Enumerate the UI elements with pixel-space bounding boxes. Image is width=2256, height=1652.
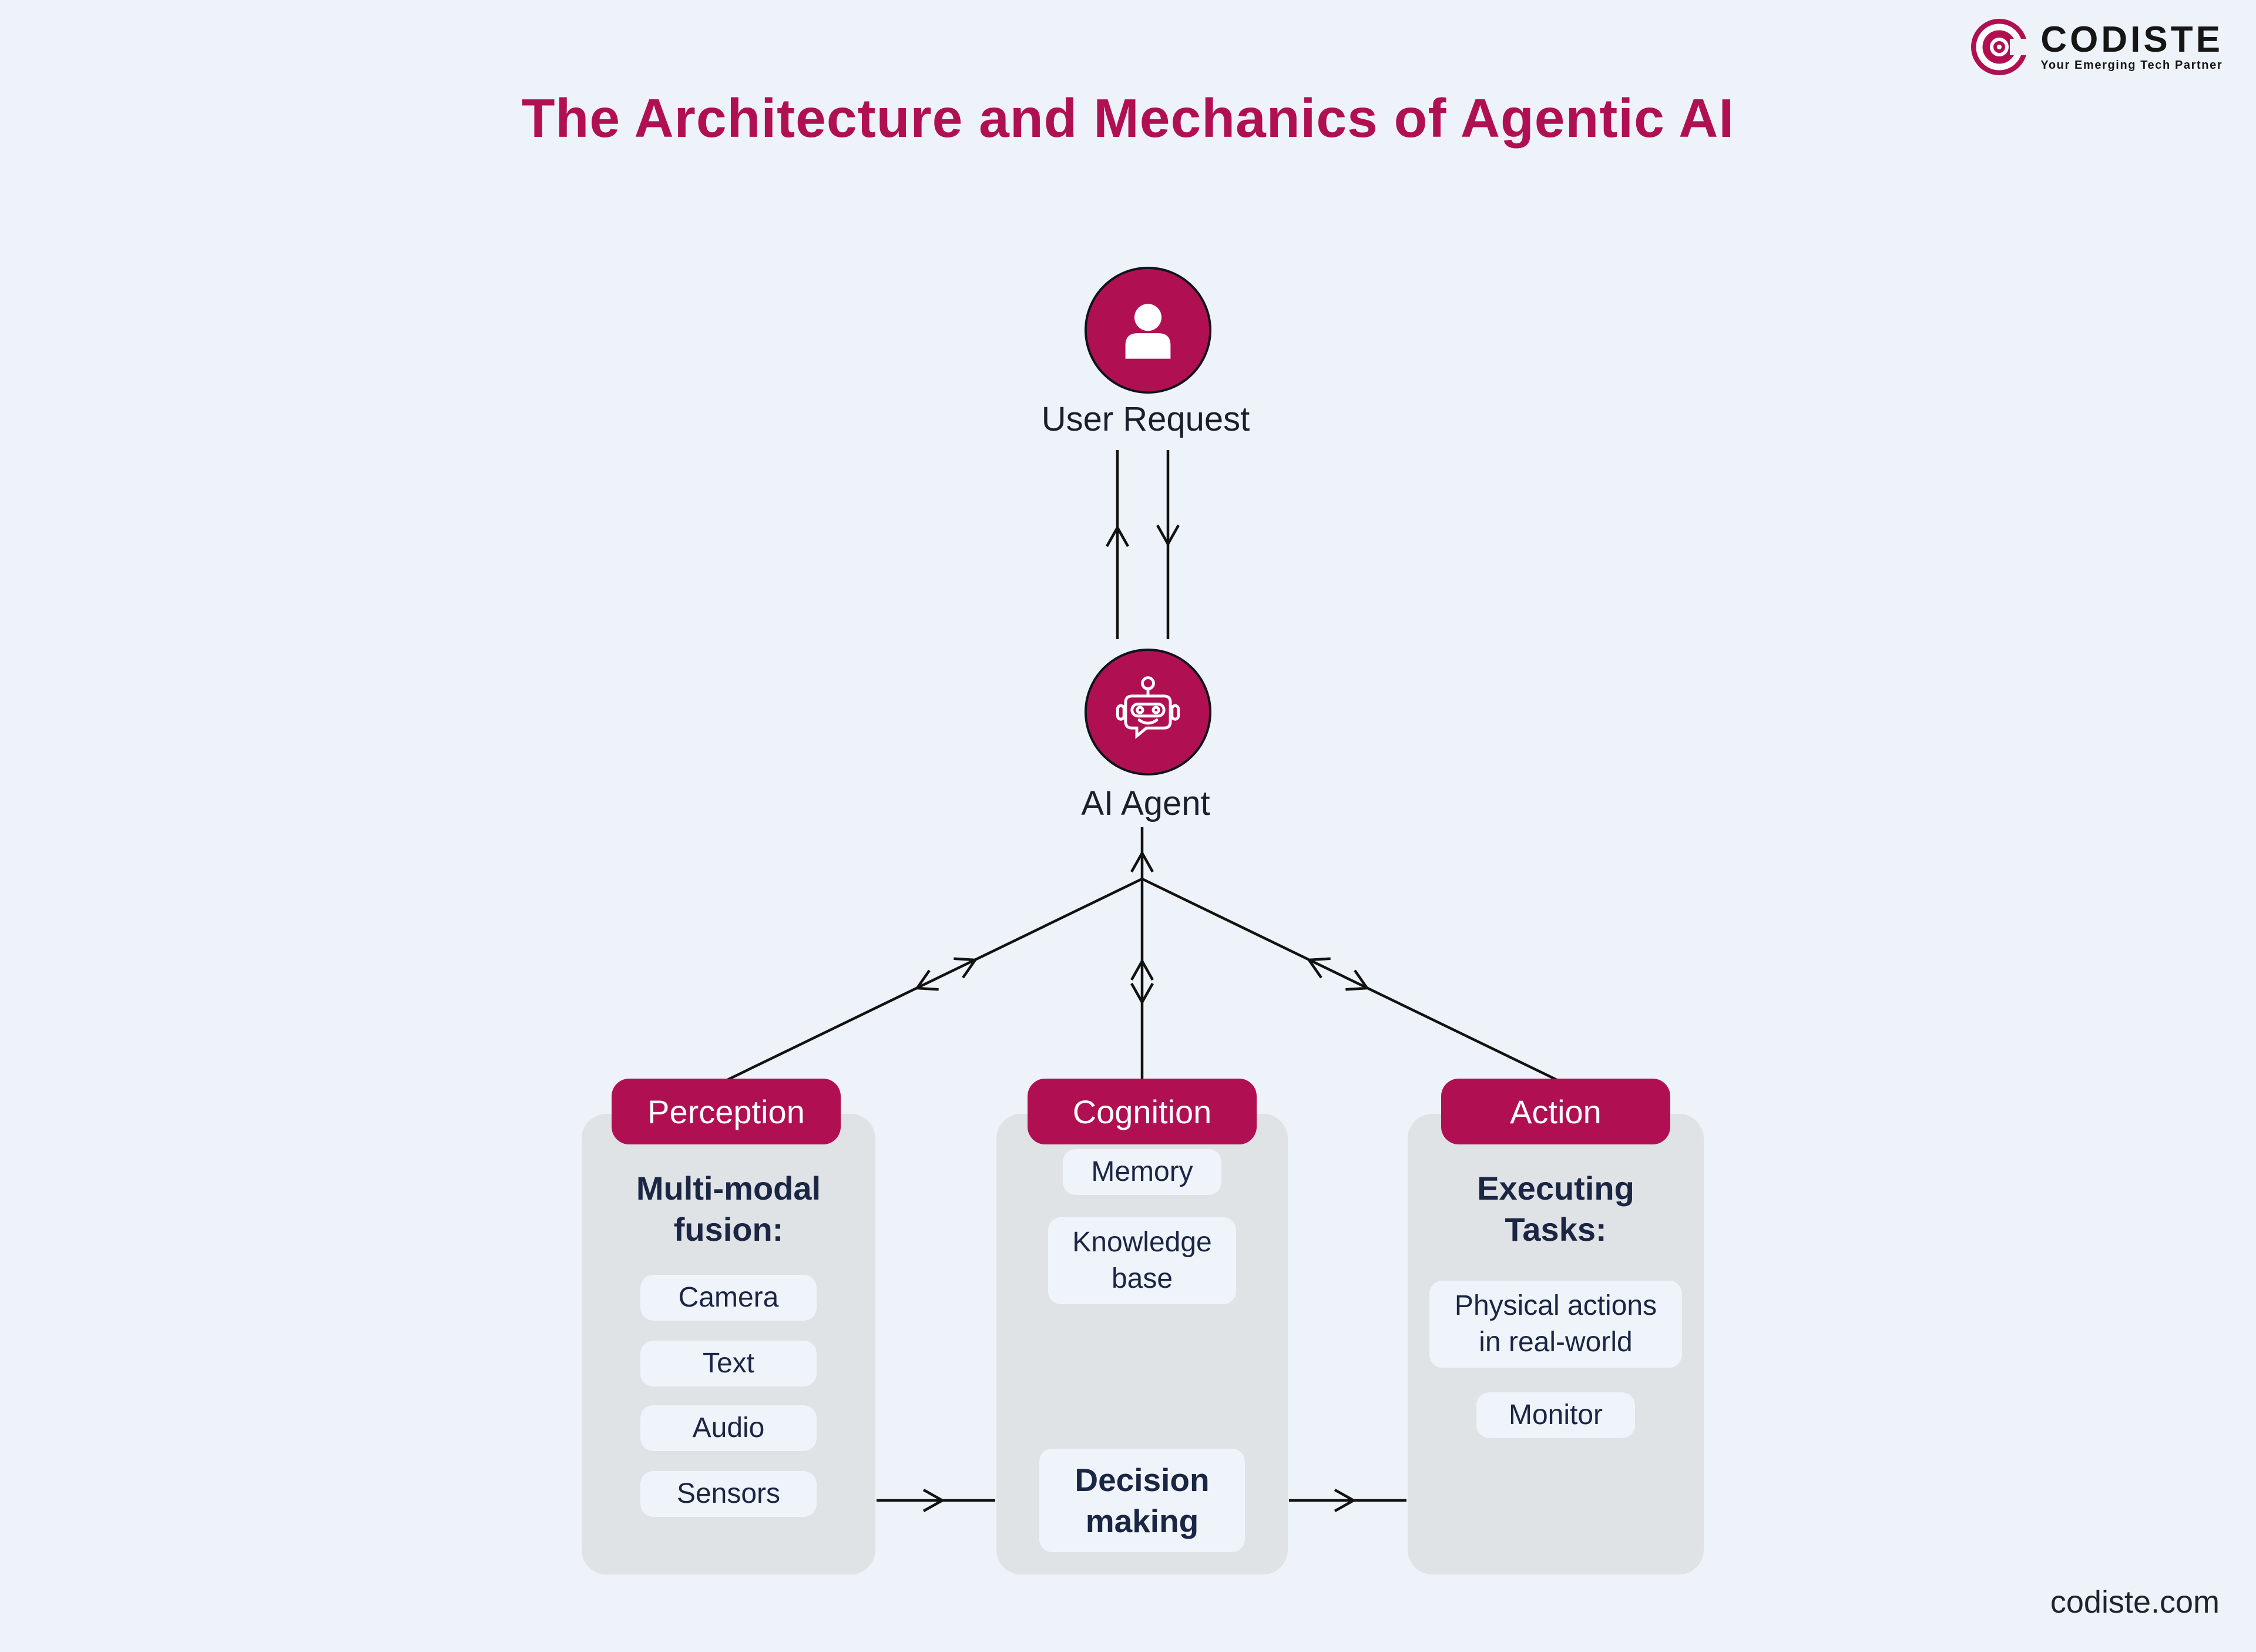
codiste-logo: CODISTE Your Emerging Tech Partner (1969, 16, 2223, 78)
arrow-down-icon (1130, 982, 1154, 1003)
user-icon (1125, 304, 1171, 359)
perception-item-camera: Camera (640, 1275, 817, 1321)
perception-item-sensors: Sensors (640, 1471, 817, 1517)
codiste-logo-text: CODISTE Your Emerging Tech Partner (2040, 19, 2223, 72)
user-node (1085, 267, 1211, 394)
arrow-downleft-icon (916, 969, 939, 991)
cognition-item-decision-making: Decision making (1039, 1449, 1245, 1552)
arrow-right-icon (922, 1489, 944, 1512)
action-item-physical-actions: Physical actions in real-world (1429, 1281, 1682, 1368)
codiste-logo-icon (1971, 19, 2030, 75)
perception-item-text: Text (640, 1341, 817, 1386)
cognition-item-knowledge-base: Knowledge base (1048, 1217, 1236, 1304)
arrow-up-icon (1106, 526, 1129, 548)
ai-agent-node (1085, 649, 1211, 775)
arrow-up-icon (1130, 852, 1154, 873)
user-request-label: User Request (1041, 400, 1250, 438)
connector-branch-to-perception (724, 877, 1143, 1083)
footer-website: codiste.com (2050, 1584, 2220, 1620)
arrow-upright-icon (954, 957, 976, 979)
logo-tagline: Your Emerging Tech Partner (2040, 58, 2223, 72)
cognition-item-memory: Memory (1063, 1149, 1221, 1195)
connector-branch-to-action (1142, 877, 1560, 1083)
action-item-monitor: Monitor (1476, 1392, 1635, 1438)
arrow-up-icon (1130, 960, 1154, 981)
robot-icon (1116, 676, 1180, 740)
arrow-right-icon (1334, 1489, 1355, 1512)
page-title: The Architecture and Mechanics of Agenti… (521, 88, 1735, 149)
perception-header: Perception (612, 1079, 841, 1144)
cognition-header: Cognition (1028, 1079, 1257, 1144)
ai-agent-label: AI Agent (1081, 784, 1210, 822)
perception-item-audio: Audio (640, 1405, 817, 1451)
arrow-upleft-icon (1308, 957, 1331, 979)
action-heading: Executing Tasks: (1477, 1170, 1634, 1248)
action-header: Action (1441, 1079, 1670, 1144)
arrowheads (916, 524, 1368, 1512)
arrow-downright-icon (1345, 969, 1368, 991)
arrow-down-icon (1156, 524, 1180, 545)
perception-heading: Multi-modal fusion: (636, 1170, 821, 1248)
logo-name: CODISTE (2040, 19, 2223, 60)
